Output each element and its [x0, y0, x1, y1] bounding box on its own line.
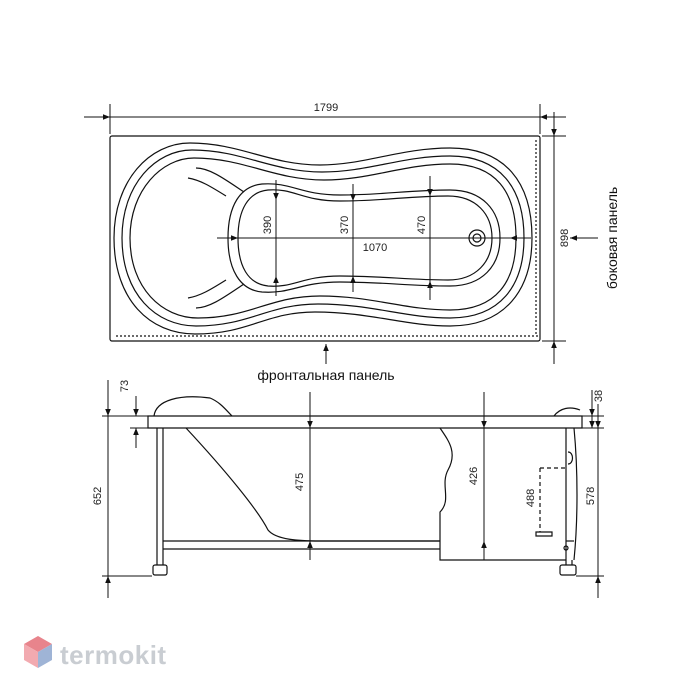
dim-drain-height: 488: [525, 489, 537, 507]
side-dimensions: [102, 380, 604, 598]
tub-rim: [147, 415, 583, 429]
bowl-outer-contour: [113, 142, 533, 335]
top-dimensions: [84, 104, 598, 364]
dim-depth-right: 426: [468, 467, 480, 485]
dim-depth-left: 475: [294, 473, 306, 491]
leg-foot-left: [152, 564, 168, 576]
dim-rim-height: 73: [119, 380, 131, 392]
termokit-logo: [24, 636, 52, 668]
dim-total-height: 652: [92, 487, 104, 505]
tub-bowl: [185, 427, 440, 542]
dim-depth-c: 470: [416, 216, 428, 234]
bowl-second-contour: [121, 149, 525, 327]
leg-foot-right: [559, 564, 577, 576]
dim-rim-right: 38: [593, 390, 605, 402]
side-panel-caption: боковая панель: [604, 187, 620, 289]
front-panel-caption: фронтальная панель: [257, 367, 394, 383]
bowl-bottom-inner: [237, 189, 493, 287]
tub-outline: [109, 135, 541, 342]
dim-width: 898: [559, 229, 571, 247]
dim-height-right: 578: [585, 487, 597, 505]
dim-inner-length: 1070: [363, 242, 387, 254]
dim-depth-b: 370: [339, 216, 351, 234]
bowl-third-contour: [129, 157, 517, 319]
dim-length: 1799: [314, 102, 338, 114]
bowl-bottom: [227, 183, 501, 293]
watermark-text: termokit: [60, 640, 167, 670]
dim-depth-a: 390: [262, 216, 274, 234]
top-view: [109, 135, 541, 342]
side-view: [147, 396, 583, 576]
